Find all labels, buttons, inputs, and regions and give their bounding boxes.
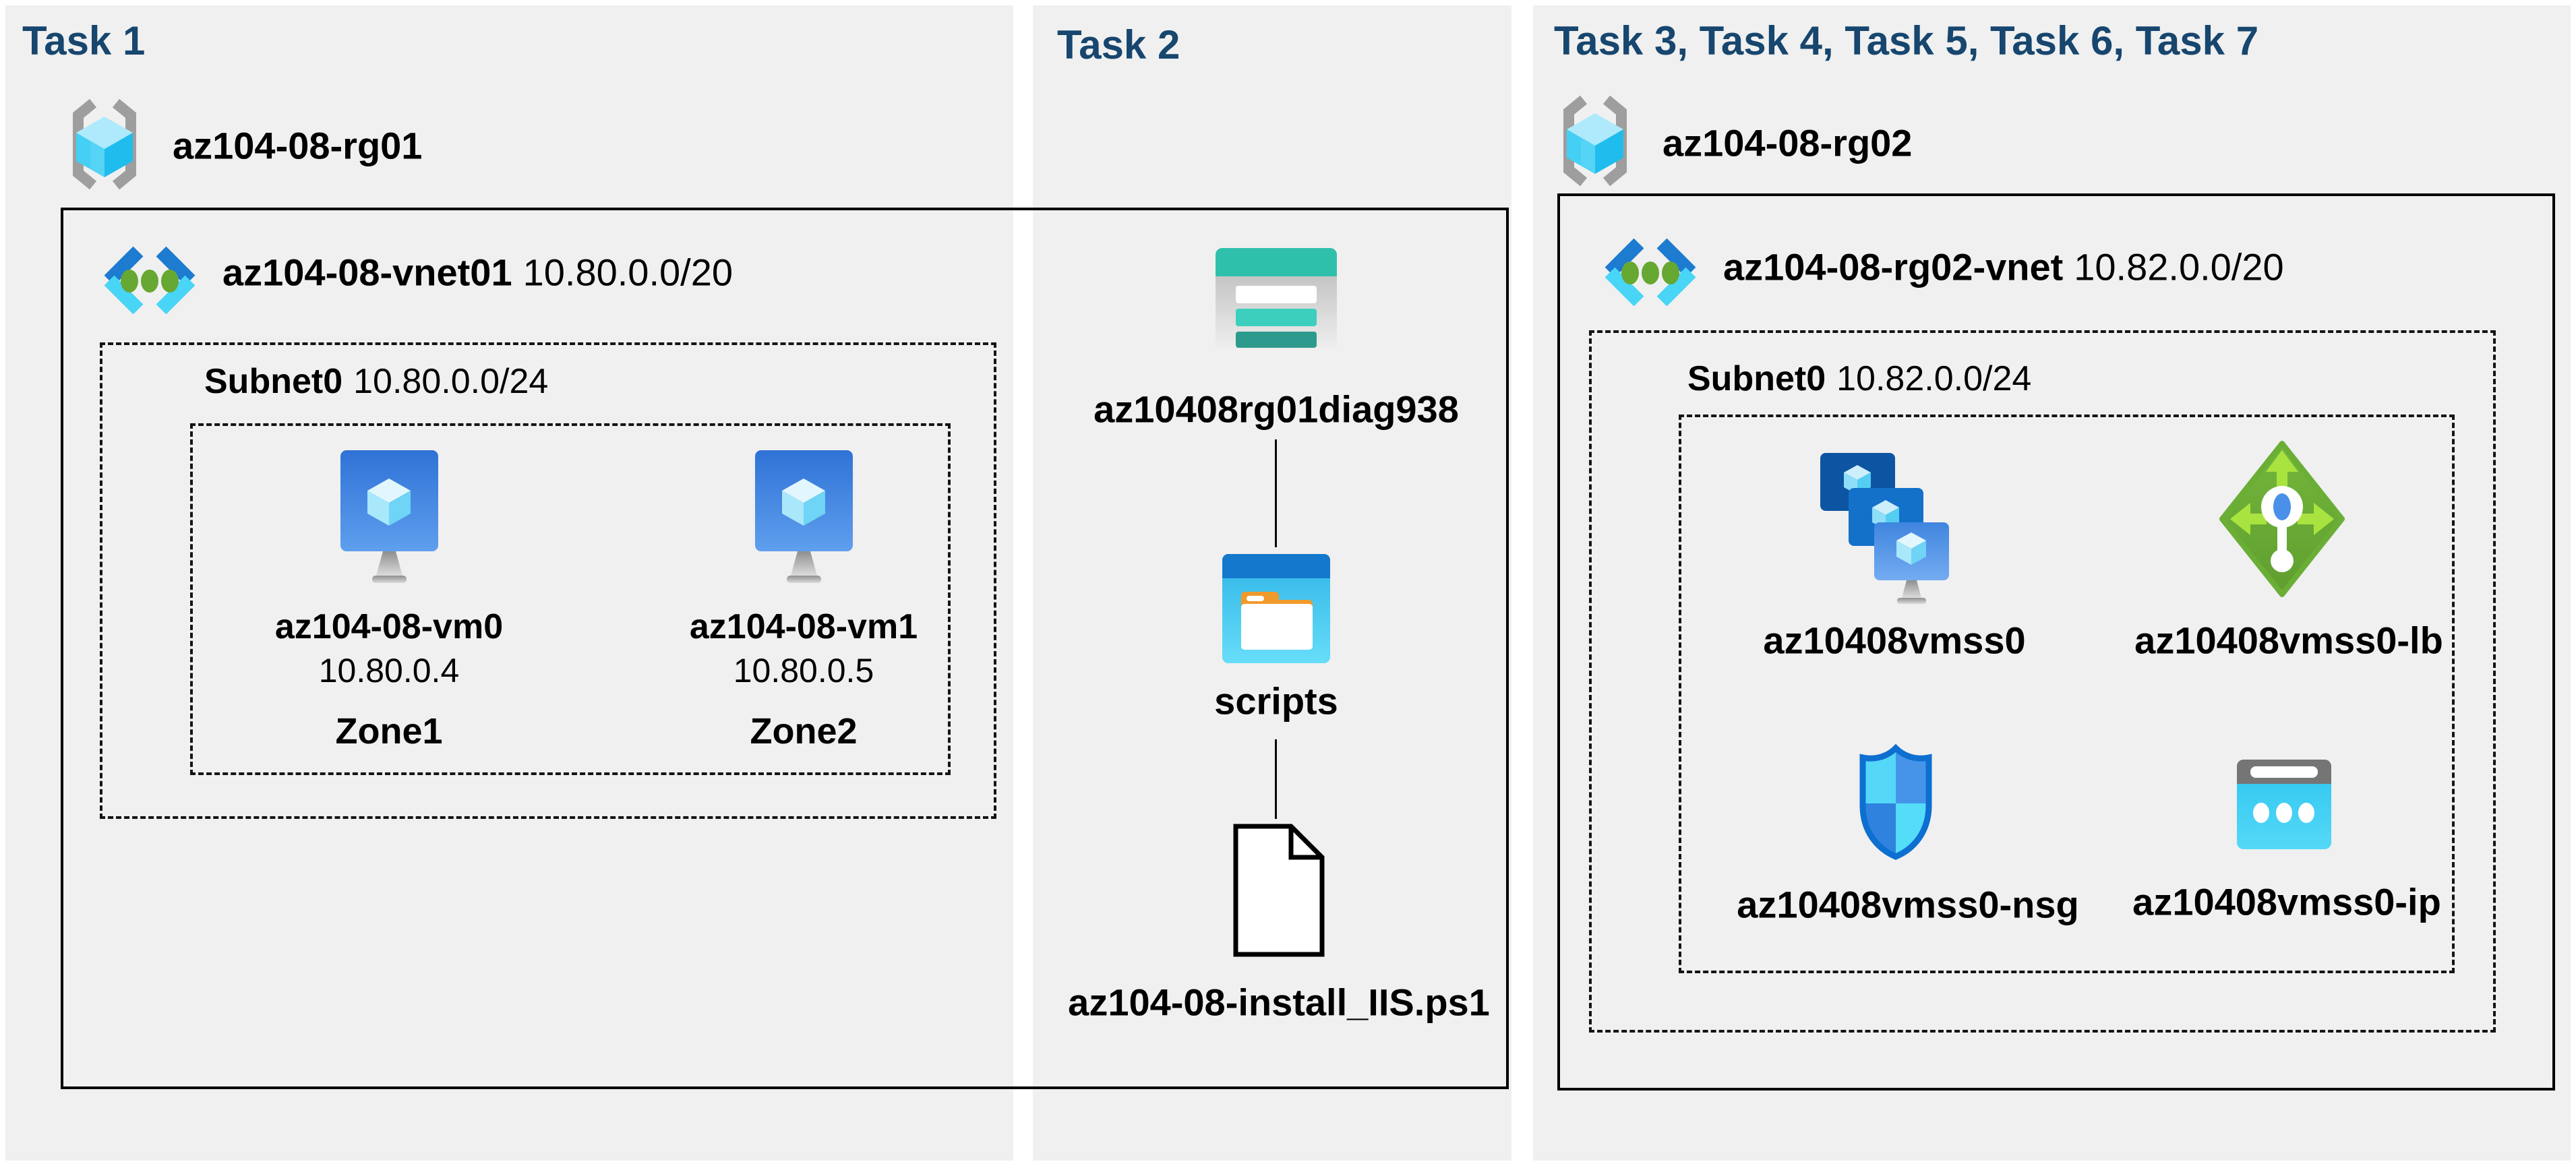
vm1-ip: 10.80.0.5 (733, 652, 874, 689)
vnet02-boundary-box (1557, 193, 2555, 1091)
vnet-cidr: 10.82.0.0/20 (2074, 245, 2284, 288)
vm1-zone: Zone2 (750, 711, 858, 751)
connector-storage-to-container (1275, 439, 1277, 547)
blob-container-icon (1222, 554, 1330, 663)
subnet0-label: Subnet0 10.82.0.0/24 (1687, 359, 2031, 399)
subnet0-box (1589, 330, 2496, 1033)
virtual-network-icon (99, 243, 200, 317)
resource-group-icon (1553, 94, 1638, 187)
storage-account-name: az10408rg01diag938 (1094, 388, 1459, 431)
panel-task3 (1533, 5, 2571, 1161)
connector-container-to-file (1275, 739, 1277, 819)
virtual-machine-icon (340, 450, 438, 585)
storage-account-icon (1216, 248, 1337, 352)
vm-scale-set-icon (1820, 453, 1952, 607)
subnet0-box (100, 342, 996, 819)
vnet-name: az104-08-vnet01 (222, 251, 512, 294)
resource-group-name: az104-08-rg01 (173, 124, 423, 167)
network-security-group-icon (1855, 743, 1936, 861)
virtual-network-icon (1600, 235, 1701, 309)
subnet0-name: Subnet0 (204, 362, 343, 401)
vm0-ip: 10.80.0.4 (318, 652, 460, 689)
vm0-name: az104-08-vm0 (274, 607, 504, 646)
subnet0-cidr: 10.80.0.0/24 (353, 362, 549, 401)
vmss-name: az10408vmss0 (1763, 619, 2026, 662)
task2-title: Task 2 (1057, 22, 1180, 67)
script-file-icon (1233, 824, 1325, 957)
resource-group-icon (62, 98, 147, 191)
subnet0-label: Subnet0 10.80.0.0/24 (204, 361, 548, 402)
task1-title: Task 1 (22, 18, 146, 63)
vm0-zone: Zone1 (335, 711, 443, 751)
subnet0-cidr: 10.82.0.0/24 (1836, 359, 2032, 398)
task3-title: Task 3, Task 4, Task 5, Task 6, Task 7 (1554, 18, 2259, 63)
nsg-name: az10408vmss0-nsg (1737, 883, 2079, 926)
script-file-name: az104-08-install_IIS.ps1 (1068, 981, 1490, 1024)
load-balancer-name: az10408vmss0-lb (2134, 619, 2443, 662)
public-ip-name: az10408vmss0-ip (2132, 880, 2441, 923)
resource-group-name: az104-08-rg02 (1663, 121, 1913, 164)
panel-task1 (5, 5, 1013, 1161)
load-balancer-icon (2218, 439, 2346, 599)
container-name: scripts (1214, 679, 1338, 723)
subnet0-name: Subnet0 (1687, 359, 1826, 398)
vnet-name: az104-08-rg02-vnet (1723, 245, 2064, 288)
vm-group-box (190, 423, 951, 775)
vnet01-boundary-box (61, 208, 1509, 1089)
public-ip-icon (2237, 760, 2331, 849)
vnet-cidr: 10.80.0.0/20 (522, 251, 733, 294)
virtual-machine-icon (755, 450, 853, 585)
vmss-group-box (1679, 415, 2455, 973)
vm1-name: az104-08-vm1 (689, 607, 918, 646)
